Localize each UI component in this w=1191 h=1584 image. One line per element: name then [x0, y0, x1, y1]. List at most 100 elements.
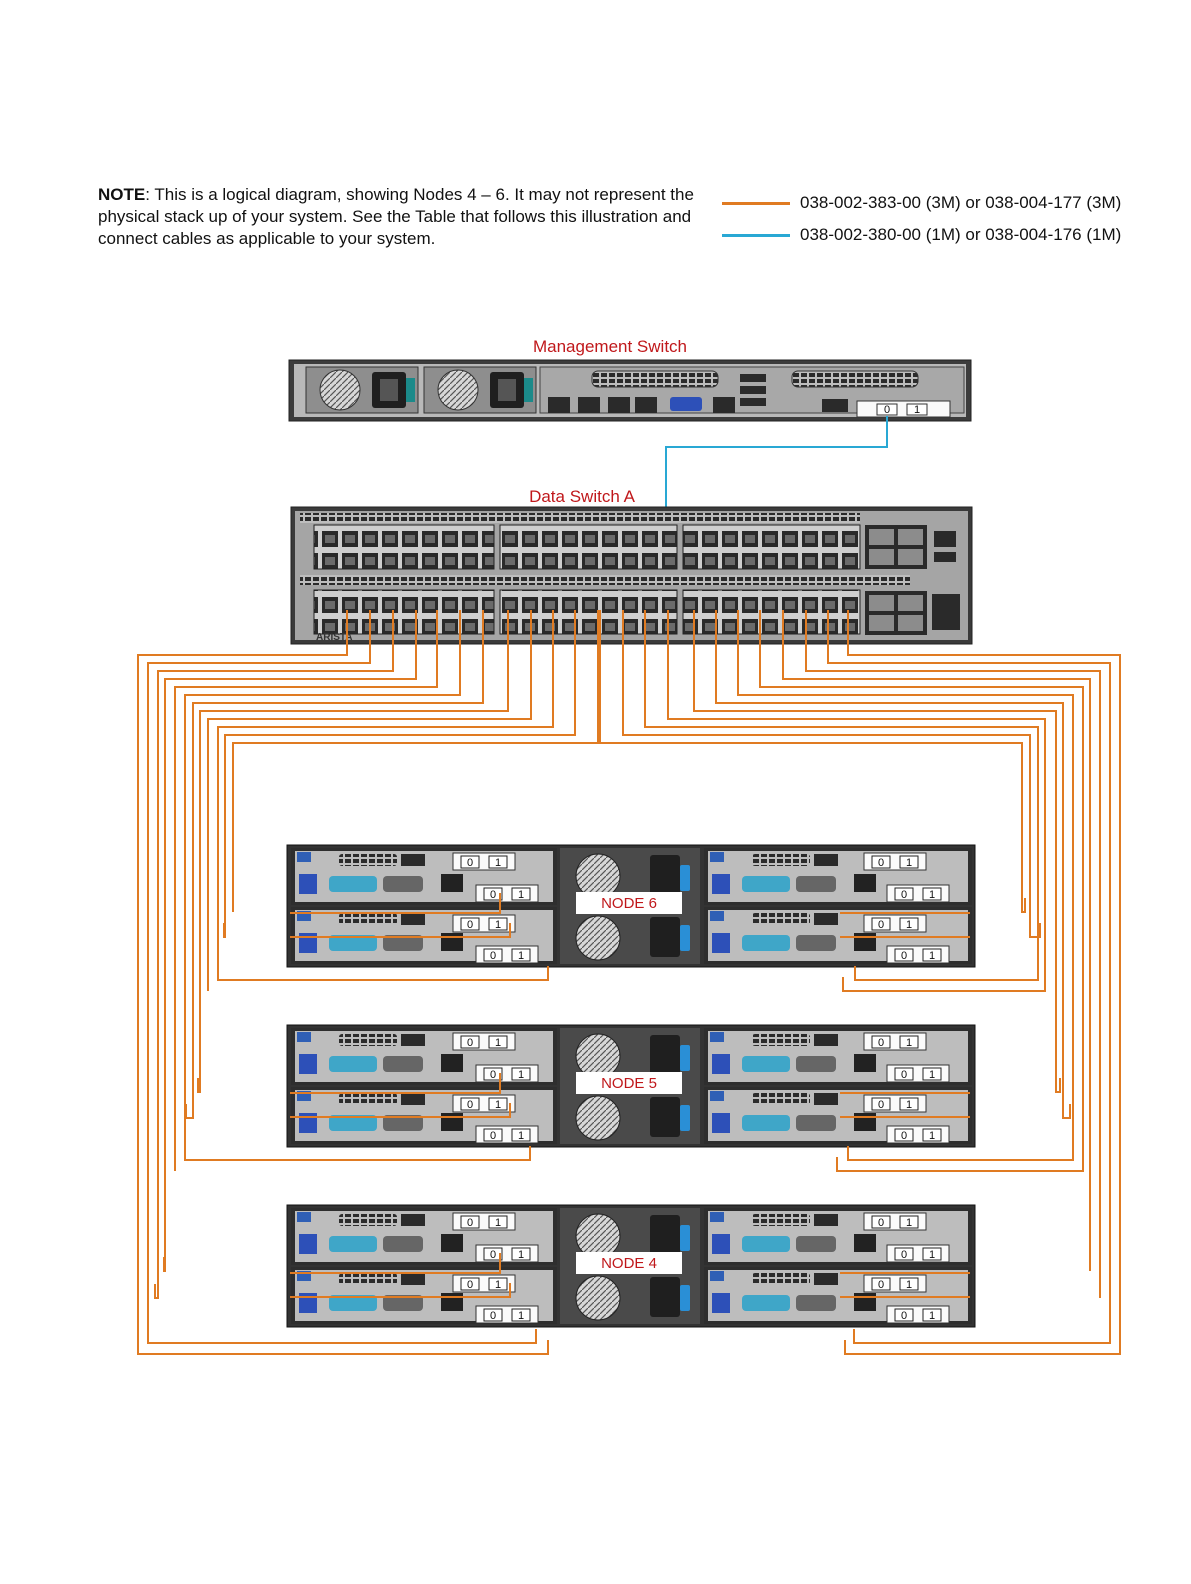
orange-cables	[137, 610, 1121, 1355]
usb-port	[299, 874, 317, 894]
vga-port	[742, 1115, 790, 1131]
orange-cable	[759, 610, 1084, 1172]
management-switch-label: Management Switch	[533, 337, 687, 356]
sled-vent	[752, 1214, 810, 1226]
port-label-0: 0	[467, 857, 473, 869]
port-label-0: 0	[467, 1279, 473, 1291]
port-label-0: 0	[901, 1310, 907, 1322]
rj45-port	[441, 933, 463, 951]
port-label-0: 0	[901, 950, 907, 962]
usb-port	[712, 1054, 730, 1074]
sled-tab	[710, 1032, 724, 1042]
fan-icon	[575, 1095, 621, 1141]
orange-cable	[737, 610, 1074, 1161]
orange-cable	[147, 610, 537, 1344]
sled-tab	[297, 1091, 311, 1101]
sled-vent	[339, 1034, 397, 1046]
port-label-1: 1	[906, 857, 912, 869]
node-label-bg	[576, 1072, 682, 1094]
power-inlet-icon	[650, 1277, 680, 1317]
arista-brand: ARISTA	[316, 632, 352, 643]
port-label-1: 1	[518, 1249, 524, 1261]
rj45-port	[441, 1113, 463, 1131]
port-label-0: 0	[490, 1310, 496, 1322]
sled-tab	[297, 1212, 311, 1222]
node-label-bg	[576, 1252, 682, 1274]
orange-cable	[207, 610, 532, 991]
orange-cable	[715, 610, 1071, 1119]
orange-cable	[622, 610, 1041, 938]
vga-port	[329, 1236, 377, 1252]
vga-port	[742, 1236, 790, 1252]
fan-icon	[575, 1275, 621, 1321]
node-label: NODE 4	[601, 1255, 657, 1272]
vga-port	[329, 935, 377, 951]
serial-port	[796, 1115, 836, 1131]
power-inlet-icon	[650, 1035, 680, 1075]
serial-port	[383, 1115, 423, 1131]
data-switch-label: Data Switch A	[529, 487, 635, 506]
sled-vent	[752, 1273, 810, 1285]
blue-line-swatch	[722, 233, 790, 237]
legend-row-3m: 038-002-383-00 (3M) or 038-004-177 (3M)	[722, 187, 1182, 219]
serial-port	[383, 1295, 423, 1311]
mgmt-port-1-label: 1	[914, 404, 920, 416]
serial-port	[796, 1056, 836, 1072]
rj45-port	[854, 1054, 876, 1072]
orange-cable	[599, 610, 1026, 913]
serial-port	[796, 876, 836, 892]
orange-cable	[232, 610, 599, 912]
port-label-0: 0	[901, 1249, 907, 1261]
serial-port	[383, 1056, 423, 1072]
legend-label-3m: 038-002-383-00 (3M) or 038-004-177 (3M)	[800, 193, 1122, 212]
orange-cable	[137, 610, 549, 1355]
orange-cable	[290, 1283, 511, 1298]
sled-vent	[752, 913, 810, 925]
orange-cable	[644, 610, 1039, 981]
fan-icon	[575, 853, 621, 899]
port-label-1: 1	[495, 919, 501, 931]
orange-cable	[197, 610, 509, 1093]
port-label-0: 0	[467, 1217, 473, 1229]
sled-vent	[752, 1093, 810, 1105]
port-label-1: 1	[495, 1217, 501, 1229]
fan-icon	[575, 915, 621, 961]
port-label-0: 0	[490, 1249, 496, 1261]
sled-vent	[339, 913, 397, 925]
orange-cable	[174, 610, 438, 1171]
note-text: NOTE: This is a logical diagram, showing…	[98, 184, 698, 250]
port-label-0: 0	[878, 1099, 884, 1111]
rj45-port	[854, 933, 876, 951]
port-label-1: 1	[906, 1099, 912, 1111]
orange-cable	[290, 1253, 501, 1274]
port-label-1: 1	[906, 1279, 912, 1291]
port-label-1: 1	[495, 1037, 501, 1049]
port-label-0: 0	[490, 889, 496, 901]
port-label-0: 0	[901, 889, 907, 901]
sled-vent	[339, 1093, 397, 1105]
legend-row-1m: 038-002-380-00 (1M) or 038-004-176 (1M)	[722, 219, 1182, 251]
port-label-0: 0	[878, 1279, 884, 1291]
orange-cable	[827, 610, 1111, 1344]
sled-tab	[710, 1212, 724, 1222]
sled-tab	[297, 1271, 311, 1281]
port-label-1: 1	[929, 889, 935, 901]
note-body: : This is a logical diagram, showing Nod…	[98, 185, 694, 248]
orange-cable	[290, 1103, 511, 1118]
vga-port	[329, 876, 377, 892]
port-label-0: 0	[467, 1037, 473, 1049]
power-inlet-icon	[650, 917, 680, 957]
port-label-1: 1	[495, 1099, 501, 1111]
vga-port	[329, 1295, 377, 1311]
usb-port	[712, 1113, 730, 1133]
orange-cable	[163, 610, 417, 1272]
port-label-0: 0	[878, 1217, 884, 1229]
serial-port	[383, 1236, 423, 1252]
fan-icon	[575, 1213, 621, 1259]
node-label-bg	[576, 892, 682, 914]
port-label-0: 0	[490, 1069, 496, 1081]
rj45-port	[441, 874, 463, 892]
vga-port	[742, 1056, 790, 1072]
